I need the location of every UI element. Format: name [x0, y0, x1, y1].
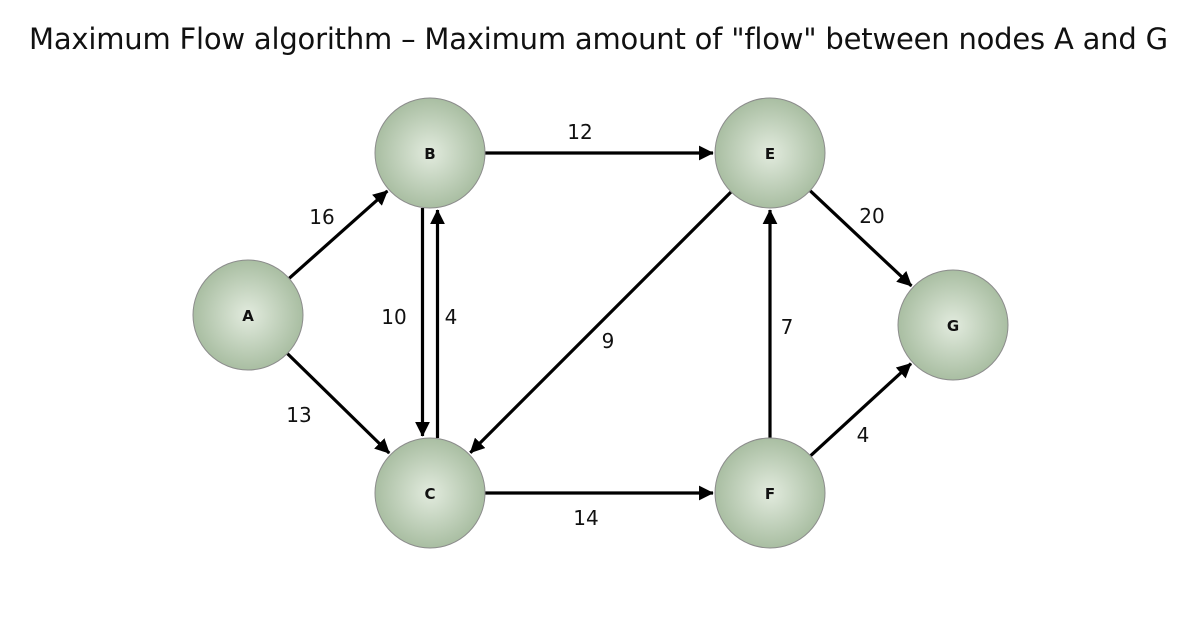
node-label-f: F [765, 485, 775, 503]
node-g: G [897, 269, 1009, 381]
node-e: E [714, 97, 826, 209]
node-b: B [374, 97, 486, 209]
edge-capacity-b-e: 12 [567, 120, 592, 144]
node-label-e: E [765, 145, 775, 163]
diagram-title: Maximum Flow algorithm – Maximum amount … [29, 22, 1168, 56]
edge-capacity-f-e: 7 [781, 315, 794, 339]
edge-capacity-a-b: 16 [309, 205, 334, 229]
node-circle-a [192, 259, 304, 371]
edge-e-to-g [808, 189, 913, 288]
edges-layer [286, 145, 913, 501]
node-circle-f [714, 437, 826, 549]
edge-f-to-g [809, 362, 913, 457]
edge-capacity-b-c: 10 [381, 305, 406, 329]
edge-capacity-c-f: 14 [573, 506, 598, 530]
edge-capacity-c-b: 4 [445, 305, 458, 329]
edge-labels-layer: 16 13 10 4 12 9 14 7 20 4 [286, 120, 884, 530]
node-circle-g [897, 269, 1009, 381]
node-circle-e [714, 97, 826, 209]
node-f: F [714, 437, 826, 549]
node-label-a: A [242, 307, 254, 325]
node-label-c: C [424, 485, 435, 503]
edge-capacity-e-c: 9 [602, 329, 615, 353]
nodes-layer: A B C E F G [192, 97, 1009, 549]
node-circle-b [374, 97, 486, 209]
edge-a-to-c [286, 352, 391, 455]
node-c: C [374, 437, 486, 549]
edge-capacity-a-c: 13 [286, 403, 311, 427]
edge-a-to-b [288, 189, 389, 280]
node-label-g: G [947, 317, 959, 335]
edge-capacity-f-g: 4 [857, 423, 870, 447]
node-label-b: B [424, 145, 435, 163]
node-a: A [192, 259, 304, 371]
edge-capacity-e-g: 20 [859, 204, 884, 228]
node-circle-c [374, 437, 486, 549]
edge-e-to-c [469, 190, 733, 454]
